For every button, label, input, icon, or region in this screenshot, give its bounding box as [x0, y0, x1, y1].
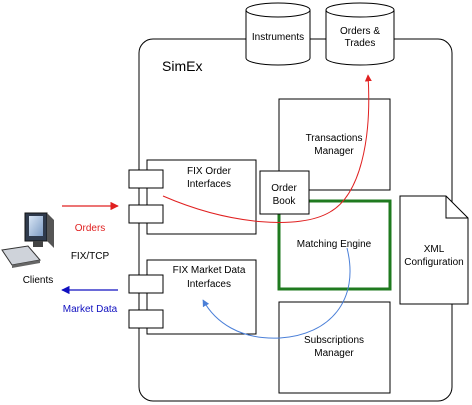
fix-order-port-bottom	[128, 204, 164, 224]
transactions-manager-label-1: Transactions	[306, 133, 363, 144]
computer-icon	[1, 212, 54, 268]
fix-tcp-label: FIX/TCP	[71, 251, 110, 262]
fix-order-interfaces-label-2: Interfaces	[187, 179, 231, 190]
transactions-manager-label-2: Manager	[314, 146, 354, 157]
orders-flow-curve	[162, 74, 372, 223]
database-icon: Instruments	[245, 2, 311, 66]
xml-configuration-label-1: XML	[424, 244, 445, 255]
xml-configuration-label-2: Configuration	[404, 257, 463, 268]
orders-label: Orders	[75, 223, 106, 234]
document-icon: XML Configuration	[399, 195, 469, 305]
market-data-flow-curve	[202, 247, 351, 339]
simex-title: SimEx	[162, 58, 202, 74]
fix-order-interfaces-label-1: FIX Order	[187, 166, 232, 177]
fix-order-port-top	[128, 169, 164, 189]
subscriptions-manager-box	[278, 301, 391, 394]
subscriptions-manager-label-1: Subscriptions	[304, 335, 364, 346]
matching-engine-box	[277, 199, 392, 291]
fix-market-data-interfaces-box	[146, 259, 257, 335]
market-data-label: Market Data	[63, 304, 118, 315]
db-instruments-label: Instruments	[252, 32, 304, 43]
order-book-label-2: Book	[273, 196, 297, 207]
db-orders-trades-label-2: Trades	[345, 38, 376, 49]
matching-engine-label: Matching Engine	[297, 239, 372, 250]
order-book-label-1: Order	[271, 183, 297, 194]
db-orders-trades-label-1: Orders &	[340, 26, 380, 37]
subscriptions-manager-label-2: Manager	[314, 348, 354, 359]
fix-market-data-interfaces-label-1: FIX Market Data	[173, 265, 246, 276]
clients-label: Clients	[23, 275, 54, 286]
order-book-box	[259, 170, 310, 215]
fix-market-data-interfaces-label-2: Interfaces	[187, 279, 231, 290]
fix-md-port-bottom	[128, 309, 164, 329]
fix-md-port-top	[128, 274, 164, 294]
database-icon: Orders & Trades	[325, 2, 395, 66]
